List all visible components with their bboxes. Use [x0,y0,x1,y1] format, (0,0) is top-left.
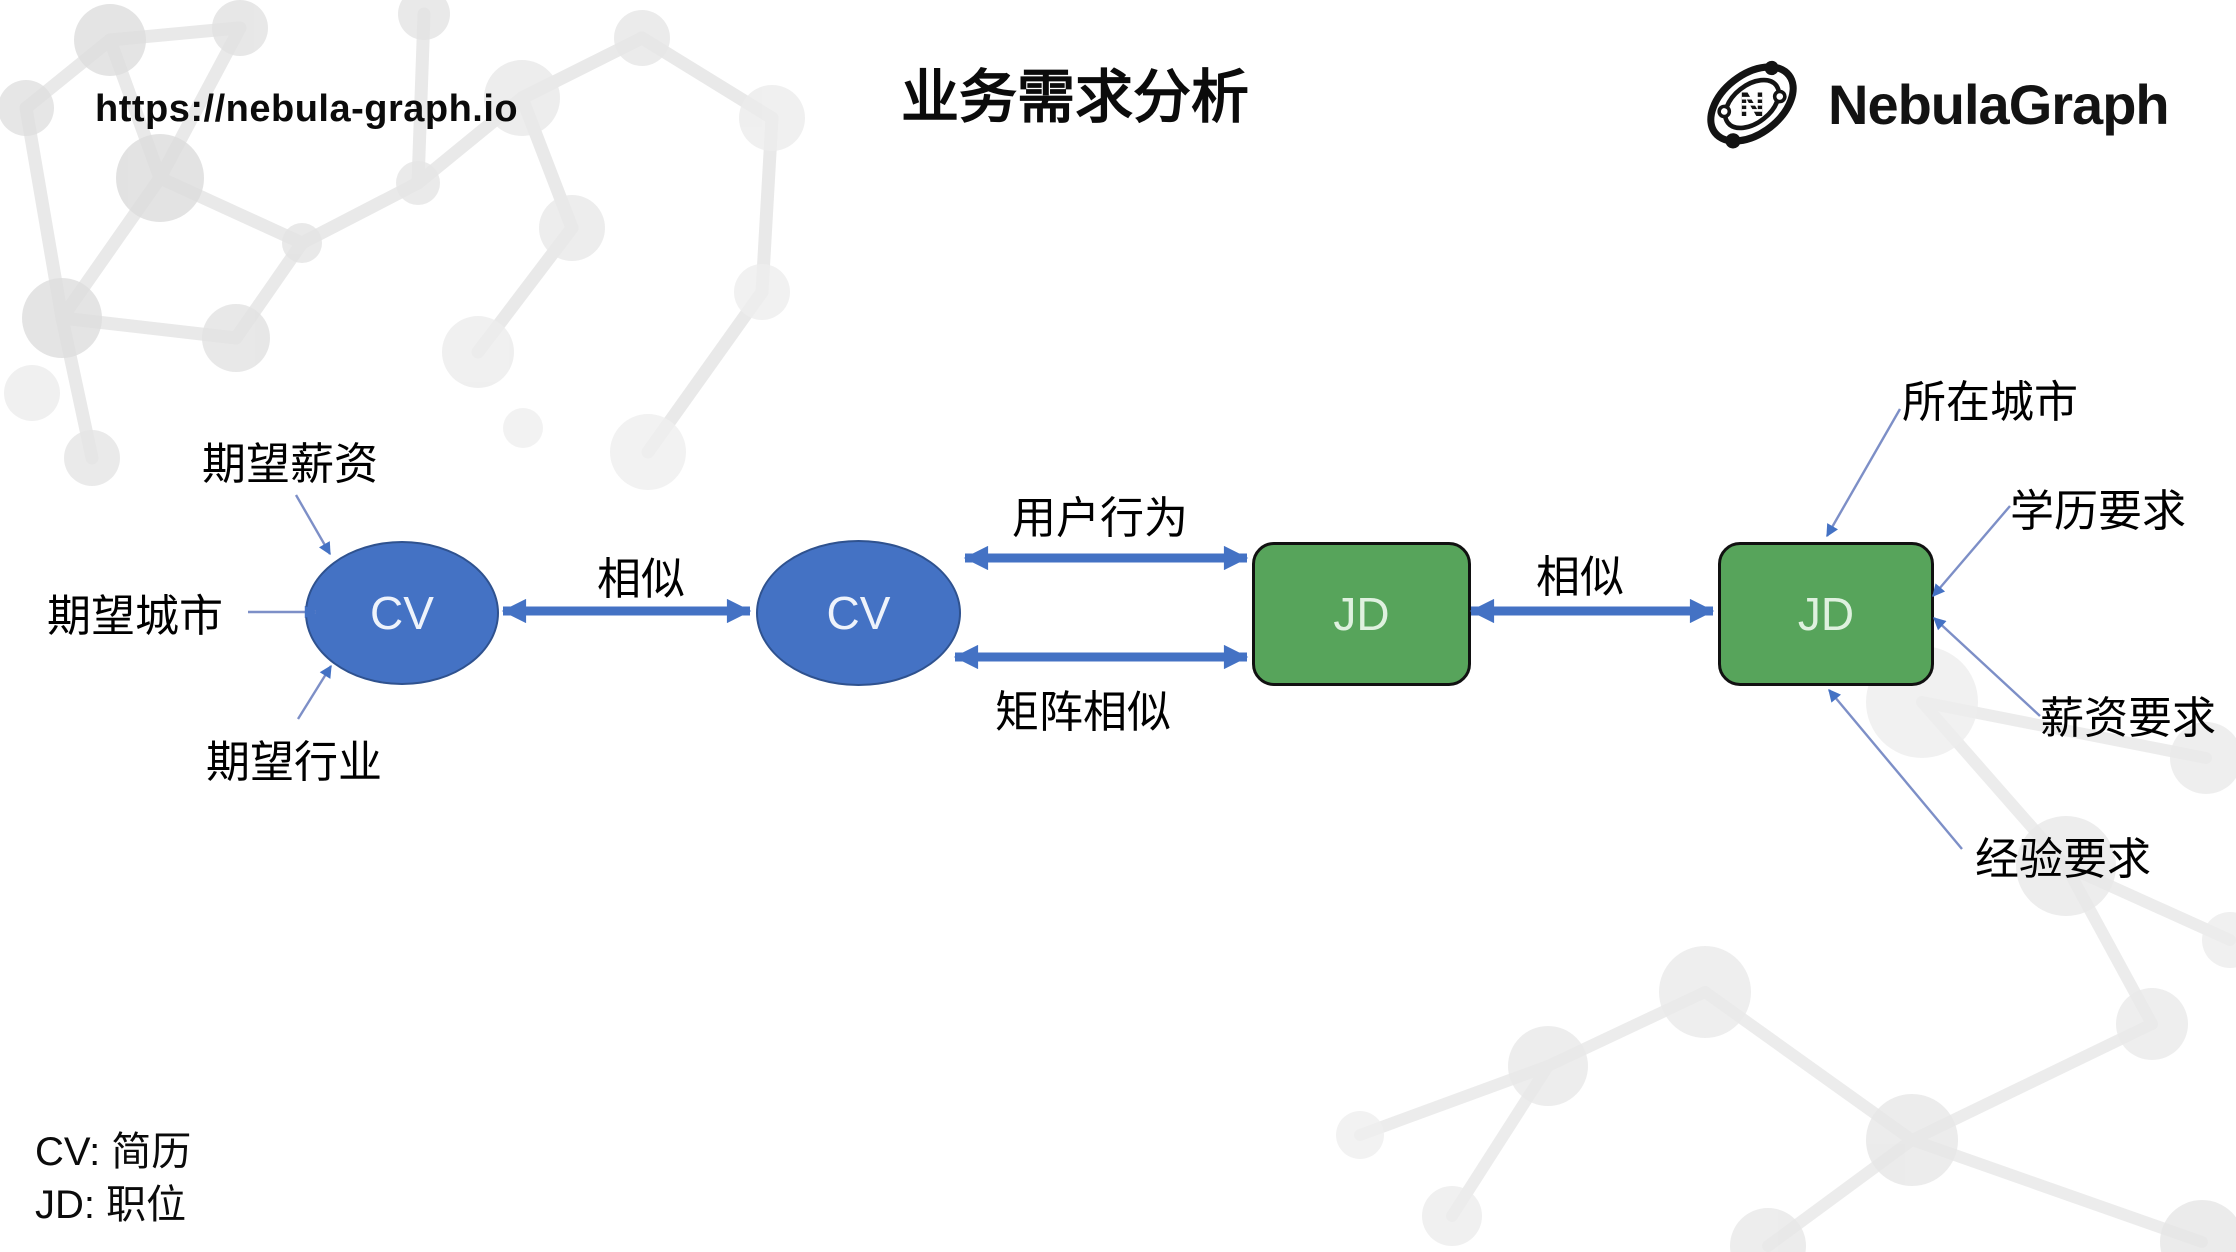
network-edges-bottom-right [1354,696,2236,1252]
attr-label-expected-industry: 期望行业 [206,738,382,787]
legend-line-cv: CV: 简历 [35,1130,192,1174]
attr-label-experience-requirement: 经验要求 [1975,835,2151,884]
node-jd-right-label: JD [1797,588,1855,640]
nebulagraph-logo: N NebulaGraph [1696,48,2170,160]
arrow-education-requirement [1932,505,2011,597]
node-jd-right: JD [1718,542,1934,686]
attr-label-expected-salary: 期望薪资 [202,440,378,489]
node-jd-middle: JD [1252,542,1471,686]
attr-label-salary-requirement: 薪资要求 [2040,694,2216,743]
nebulagraph-wordmark: NebulaGraph [1828,72,2170,136]
node-cv-left: CV [305,541,499,685]
nebulagraph-orbit-icon: N [1707,60,1797,149]
legend: CV: 简历 JD: 职位 [35,1126,191,1232]
node-jd-middle-label: JD [1333,588,1390,640]
network-nodes-top-left [0,0,805,490]
site-url-text: https://nebula-graph.io [95,88,519,130]
edge-label-user-behavior: 用户行为 [1012,494,1188,543]
arrow-expected-salary [294,494,332,556]
edge-label-matrix-similar: 矩阵相似 [995,688,1171,737]
node-cv-middle: CV [756,540,961,686]
legend-line-jd: JD: 职位 [35,1182,187,1227]
attr-label-located-city: 所在城市 [1902,378,2078,427]
arrow-experience-requirement [1828,689,1963,850]
edge-label-similar-cv: 相似 [597,555,685,604]
arrow-expected-industry [296,664,333,720]
node-cv-middle-label: CV [826,587,891,639]
attr-label-expected-city: 期望城市 [47,592,223,641]
node-cv-left-label: CV [370,587,434,639]
edge-label-similar-jd: 相似 [1536,553,1624,602]
attr-label-education-requirement: 学历要求 [2010,487,2186,536]
network-edges-top-left [19,7,779,465]
slide-title: 业务需求分析 [900,65,1250,130]
arrow-located-city [1825,408,1902,538]
arrow-salary-requirement [1933,617,2041,717]
